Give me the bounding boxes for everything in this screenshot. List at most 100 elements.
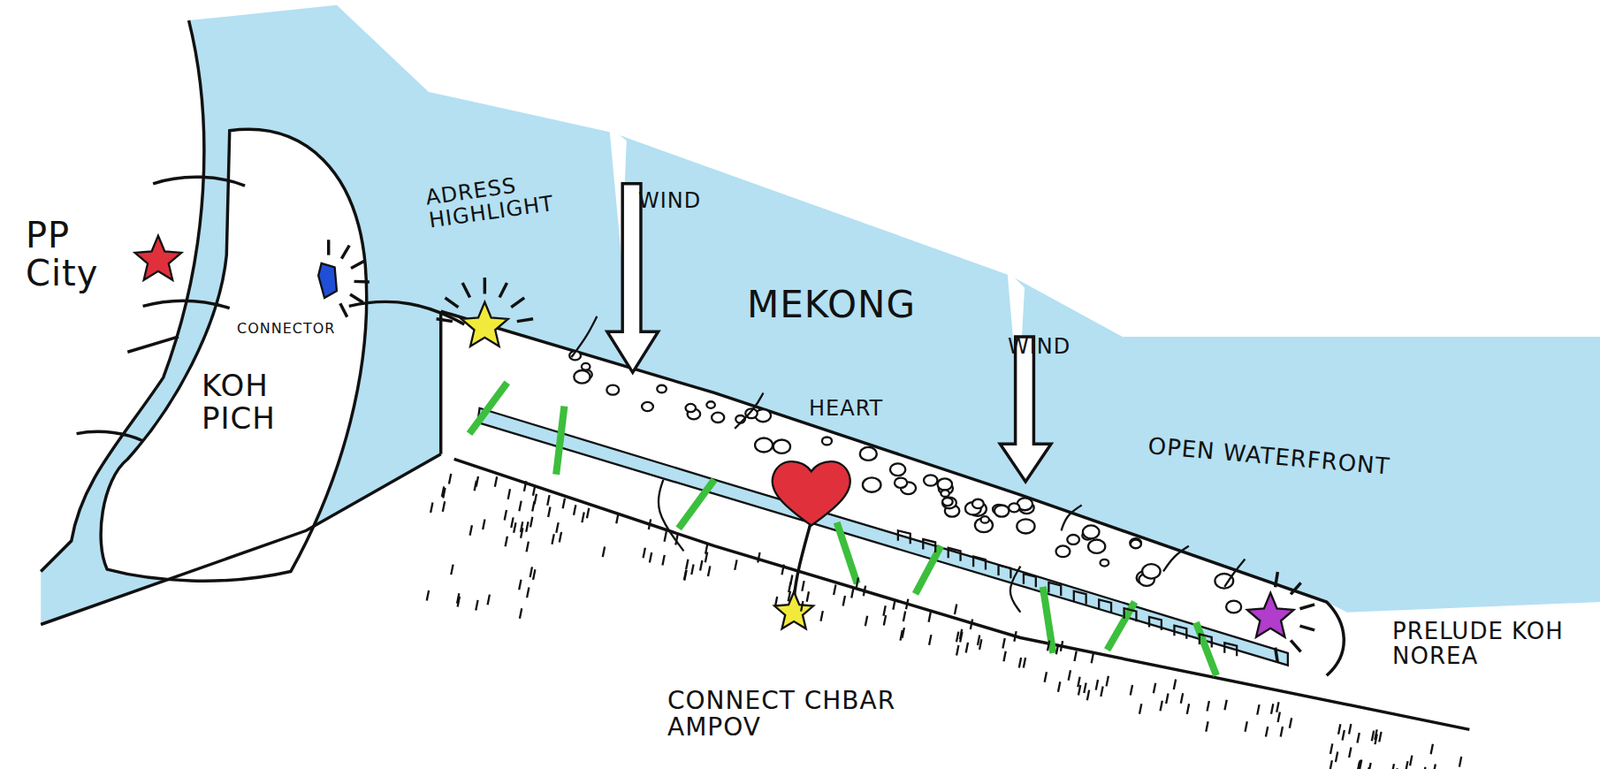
building-mark	[1149, 617, 1162, 631]
urban-hatch	[782, 564, 785, 576]
building-mark	[1048, 582, 1061, 596]
urban-hatch	[1083, 682, 1086, 694]
urban-hatch	[664, 531, 667, 542]
urban-hatch	[1338, 723, 1341, 735]
building-mark	[894, 478, 907, 488]
urban-hatch	[929, 634, 931, 646]
urban-hatch	[863, 586, 866, 597]
urban-hatch	[513, 522, 516, 534]
highlight-ray	[354, 280, 370, 284]
building-mark	[922, 539, 936, 553]
star-symbol	[1247, 593, 1295, 638]
urban-hatch	[1087, 690, 1090, 701]
building-mark	[862, 477, 882, 492]
bridge	[143, 300, 230, 308]
access-arrow	[734, 392, 763, 428]
highlight-ray	[1299, 625, 1315, 631]
urban-hatch	[1019, 657, 1021, 669]
building-mark	[1124, 608, 1137, 622]
urban-hatch	[775, 596, 778, 608]
urban-hatch	[1374, 729, 1377, 740]
map-label: ADRESS HIGHLIGHT	[424, 166, 585, 234]
urban-hatch	[1330, 760, 1333, 769]
urban-hatch	[530, 566, 533, 578]
peninsula-edge	[441, 311, 1345, 676]
urban-hatch	[526, 541, 529, 553]
urban-hatch	[1173, 678, 1176, 690]
urban-hatch	[800, 601, 803, 612]
building-mark	[656, 385, 667, 393]
urban-hatch	[643, 548, 646, 559]
green-link	[837, 522, 858, 584]
urban-hatch	[1356, 732, 1359, 744]
building-mark	[573, 370, 590, 384]
building-mark	[898, 530, 911, 544]
urban-hatch	[1342, 730, 1345, 741]
access-arrow	[1163, 546, 1189, 572]
city-shoreline	[40, 20, 205, 572]
green-link	[678, 480, 715, 529]
urban-hatch	[856, 578, 859, 589]
highlight-ray	[483, 277, 487, 294]
urban-hatch	[442, 501, 445, 512]
urban-hatch	[518, 579, 521, 591]
bridge	[76, 431, 144, 441]
urban-hatch	[533, 485, 535, 496]
highlight-ray	[1275, 571, 1279, 587]
highlight-ray	[462, 282, 470, 298]
urban-hatch	[883, 615, 886, 626]
building-mark	[1055, 545, 1070, 557]
map-label: KOH PICH	[201, 369, 304, 435]
urban-hatch	[1392, 763, 1395, 769]
urban-hatch	[684, 570, 686, 581]
urban-hatch	[757, 552, 760, 564]
urban-hatch	[691, 563, 694, 575]
urban-hatch	[520, 521, 523, 533]
urban-hatch	[1044, 671, 1047, 683]
map-label: PP City	[25, 216, 123, 293]
building-mark	[581, 363, 591, 371]
urban-hatch	[559, 532, 562, 543]
urban-hatch	[526, 587, 529, 599]
urban-hatch	[1348, 723, 1351, 735]
urban-hatch	[449, 473, 451, 485]
urban-hatch	[1160, 700, 1163, 712]
bridge	[152, 176, 245, 186]
green-link	[1043, 586, 1054, 654]
building-mark	[606, 385, 619, 396]
urban-hatch	[1257, 704, 1259, 716]
building-mark	[1074, 591, 1087, 605]
urban-hatch	[518, 501, 521, 512]
urban-hatch	[900, 630, 903, 641]
urban-hatch	[581, 512, 584, 524]
urban-hatch	[586, 508, 589, 519]
urban-hatch	[1180, 693, 1183, 704]
urban-hatch	[476, 476, 479, 488]
urban-hatch	[533, 569, 535, 580]
gem-symbol	[318, 263, 337, 298]
urban-hatch	[929, 611, 931, 623]
urban-hatch	[956, 645, 959, 656]
urban-hatch	[1423, 767, 1425, 769]
urban-hatch	[1023, 657, 1026, 669]
highlight-ray	[436, 319, 453, 322]
building-mark	[940, 489, 949, 497]
building-mark	[1023, 573, 1037, 587]
building-mark	[1016, 518, 1035, 534]
highlight-ray	[350, 294, 364, 303]
building-mark	[1226, 601, 1242, 614]
urban-hatch	[530, 517, 533, 528]
building-mark	[937, 478, 953, 490]
urban-hatch	[977, 635, 980, 647]
urban-hatch	[966, 642, 968, 654]
highlight-ray	[517, 319, 534, 322]
heart-symbol	[772, 461, 851, 526]
building-mark	[972, 499, 984, 509]
urban-hatch	[1289, 717, 1292, 729]
map-label: MEKONG	[746, 284, 916, 325]
urban-hatch	[1245, 721, 1248, 732]
urban-hatch	[1130, 685, 1133, 696]
star-symbol	[461, 302, 509, 347]
highlight-ray	[499, 282, 507, 298]
